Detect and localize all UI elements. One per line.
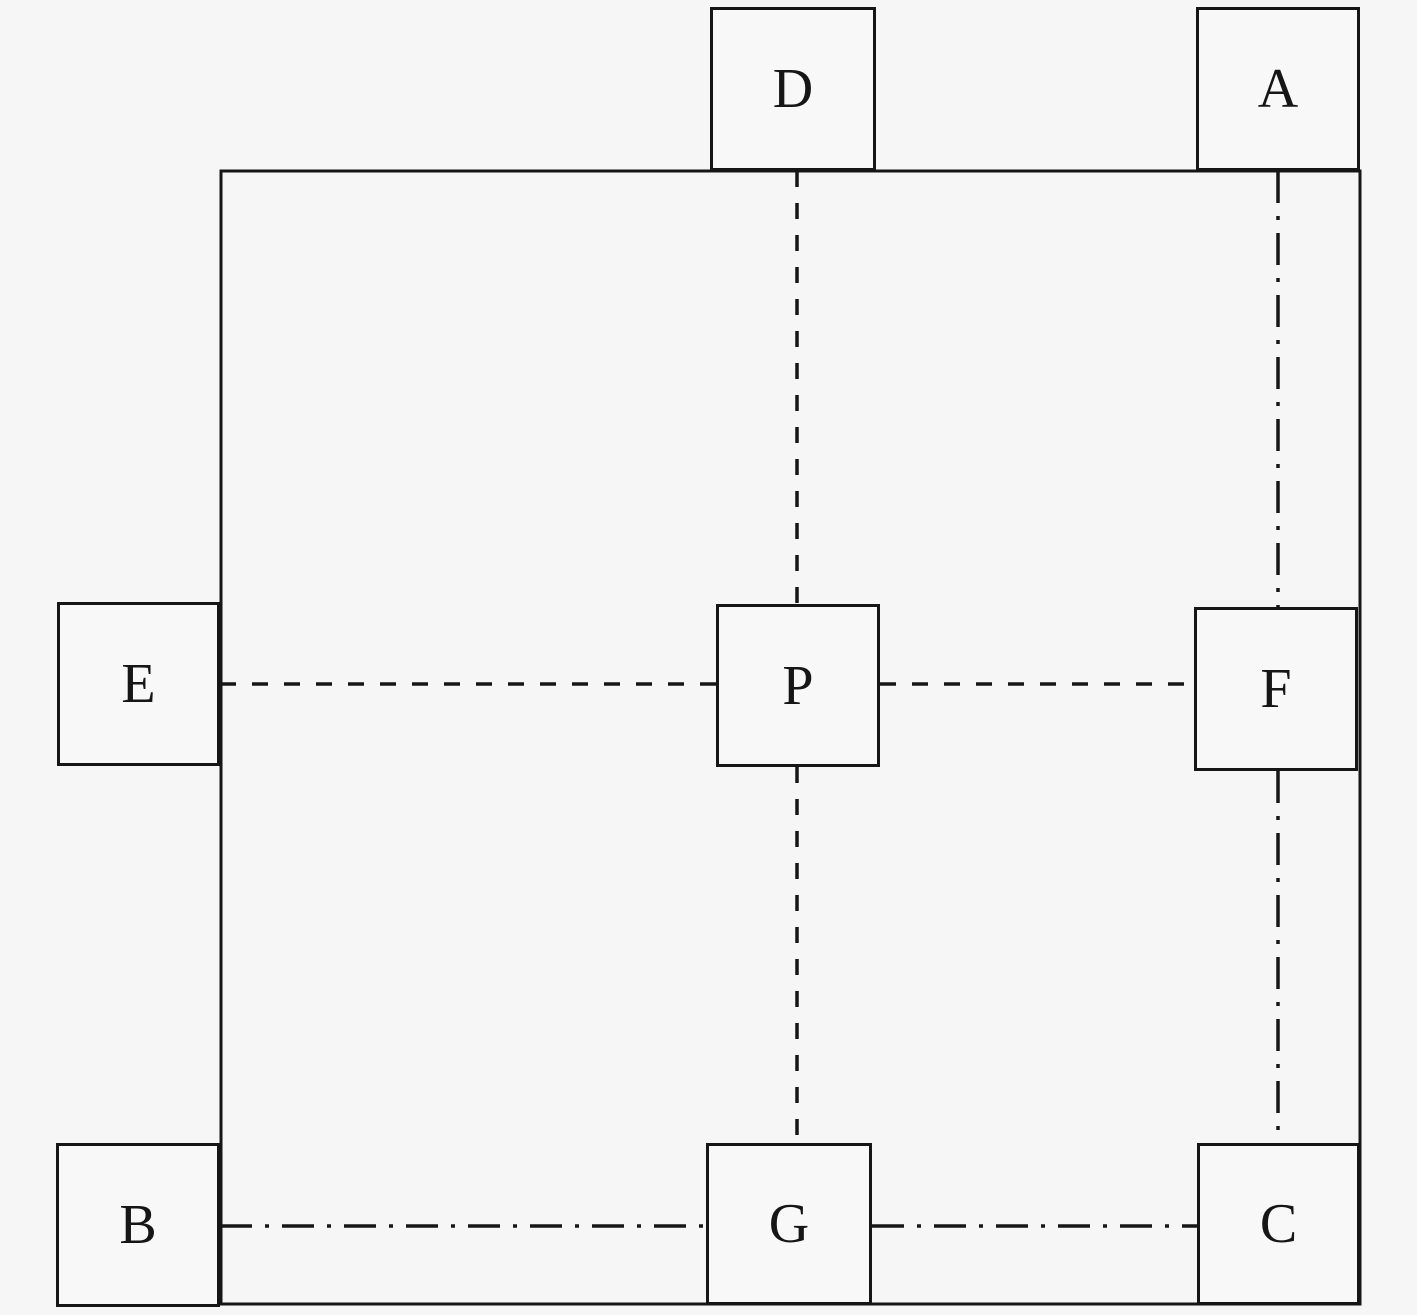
node-C-label: C (1259, 1193, 1298, 1255)
node-F: F (1194, 607, 1358, 771)
node-E-label: E (121, 653, 156, 715)
node-F-label: F (1260, 658, 1292, 720)
node-P-label: P (782, 654, 814, 717)
node-C: C (1197, 1143, 1360, 1305)
node-A: A (1196, 7, 1360, 171)
node-D: D (710, 7, 876, 171)
node-B: B (56, 1143, 220, 1307)
node-G: G (706, 1143, 872, 1305)
node-B-label: B (119, 1194, 157, 1256)
node-G-label: G (768, 1193, 810, 1255)
node-A-label: A (1257, 58, 1299, 120)
node-E: E (57, 602, 220, 766)
node-D-label: D (772, 58, 814, 120)
node-P: P (716, 604, 880, 767)
